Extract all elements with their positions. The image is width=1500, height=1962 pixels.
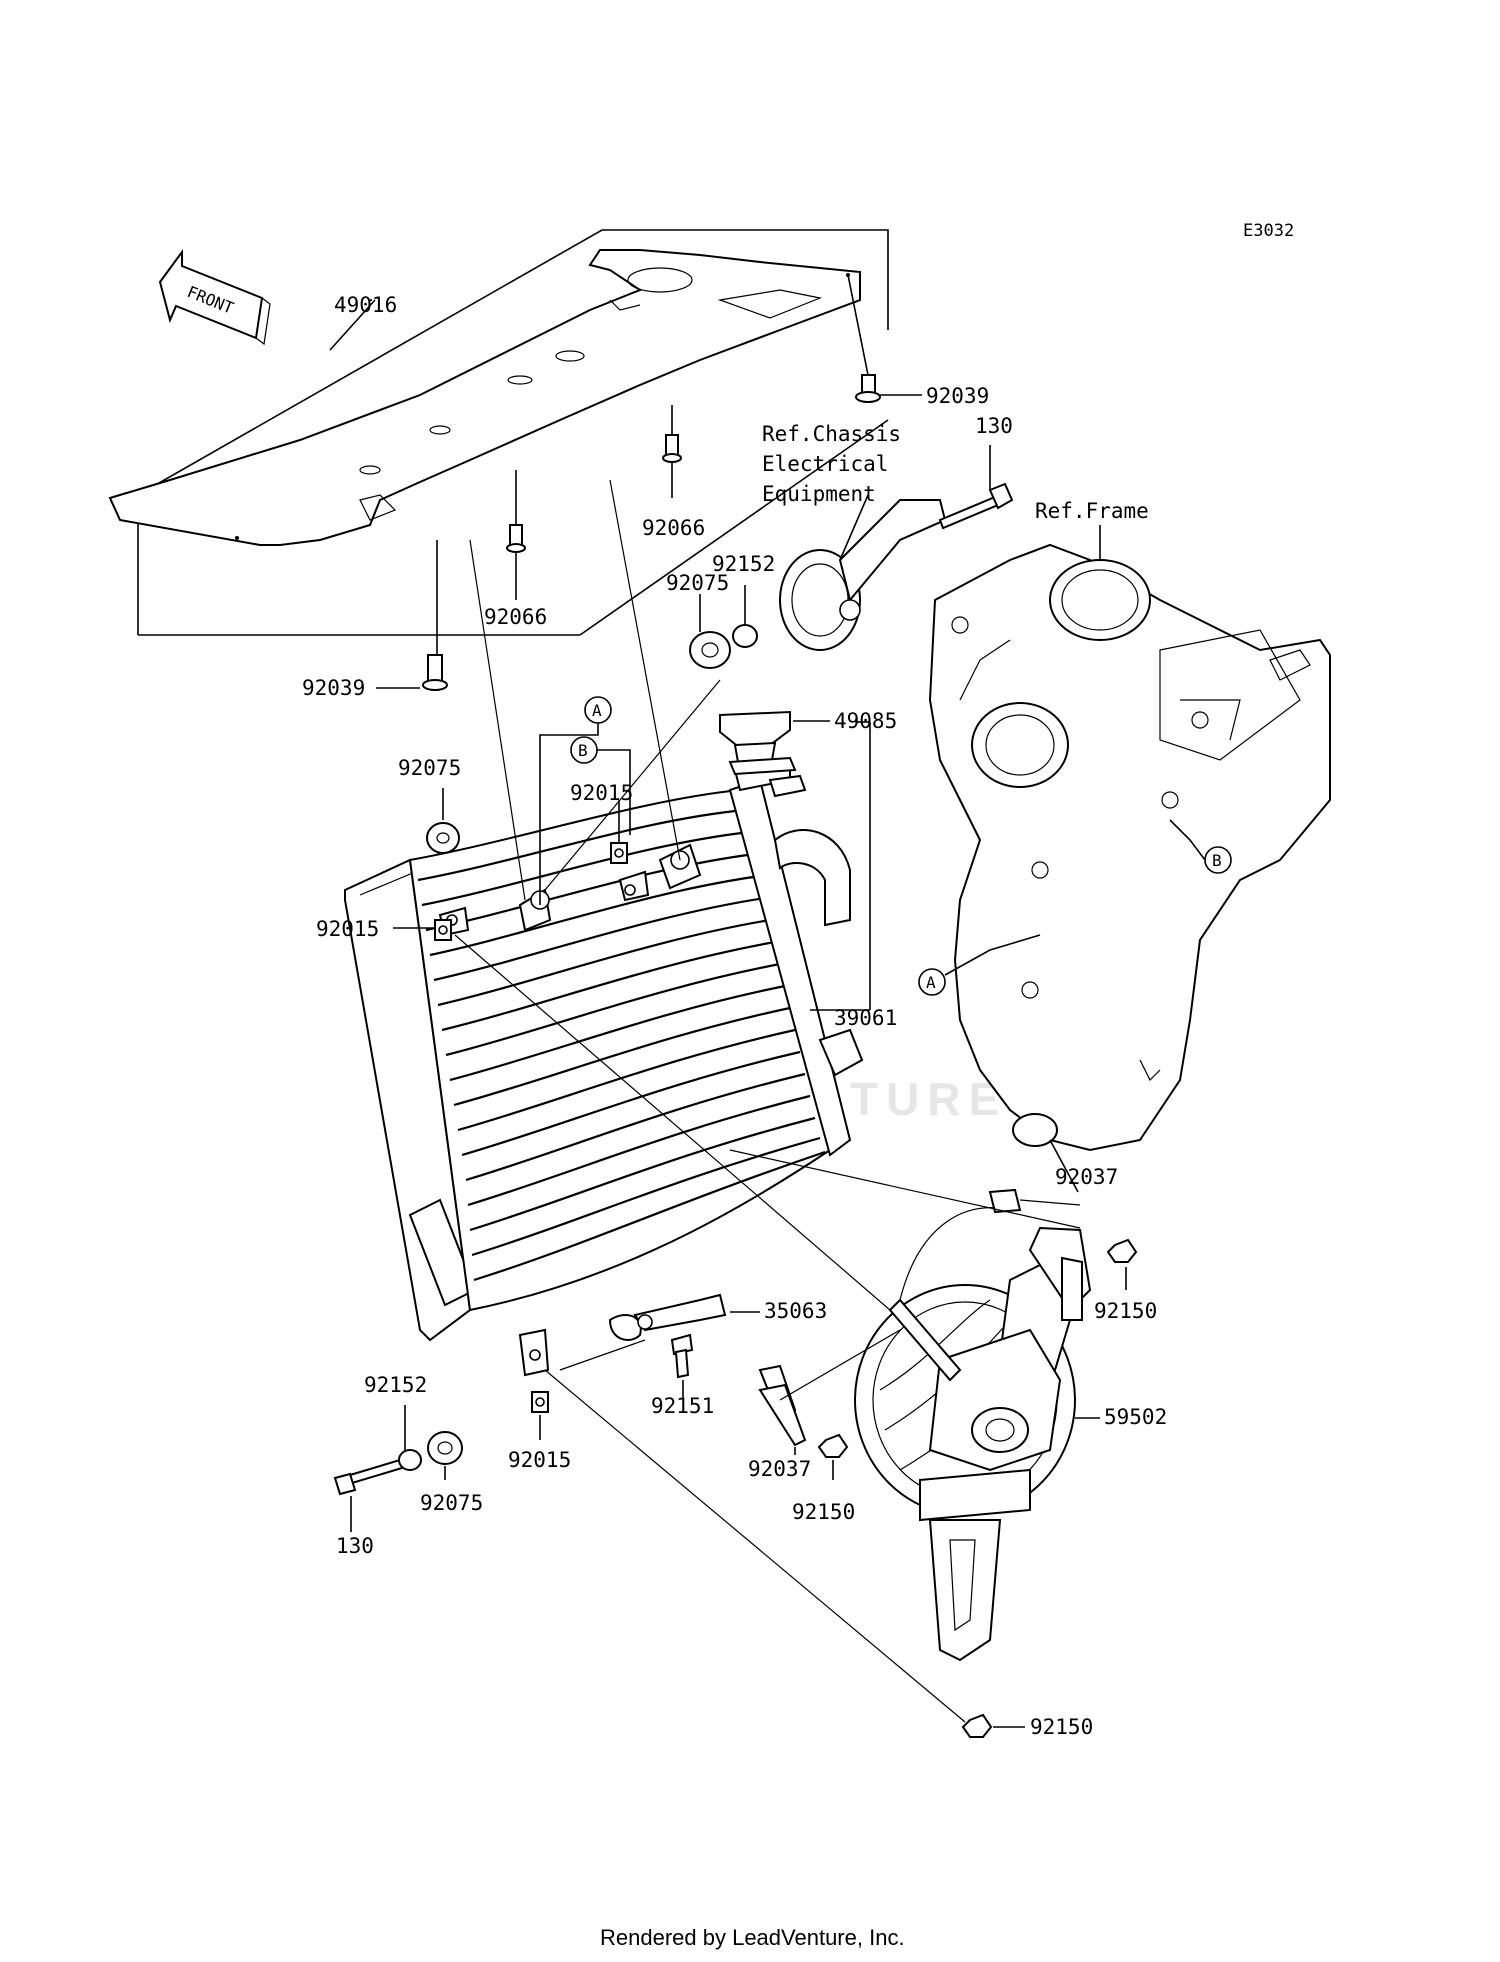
label-ref-chassis-2: Electrical [762,452,888,476]
ref-frame-body [928,543,1331,1152]
callout-b-top-letter: B [578,741,588,760]
label-49085: 49085 [834,709,897,733]
label-92152-top: 92152 [712,552,775,576]
label-92150-right: 92150 [1094,1299,1157,1323]
label-92151: 92151 [651,1394,714,1418]
callout-a-frame-letter: A [926,973,936,992]
horn-assembly [779,499,947,651]
label-35063: 35063 [764,1299,827,1323]
label-92066-left: 92066 [484,605,547,629]
watermark: TURE [850,1073,1007,1125]
part-labels: 49016 92039 130 Ref.Chassis Electrical E… [302,293,1167,1739]
footer-credit: Rendered by LeadVenture, Inc. [600,1925,905,1950]
label-ref-chassis-1: Ref.Chassis [762,422,901,446]
label-92037-bottom: 92037 [748,1457,811,1481]
callouts: A B B A [539,696,1232,996]
front-arrow-icon: FRONT [158,248,271,346]
callout-a-frame [918,968,946,996]
label-92150-mid: 92150 [792,1500,855,1524]
label-59502: 59502 [1104,1405,1167,1429]
callout-b-frame-letter: B [1212,851,1222,870]
label-92037-right: 92037 [1055,1165,1118,1189]
radiator-39061 [344,758,864,1377]
label-92039-left: 92039 [302,676,365,700]
label-92075-top: 92075 [666,571,729,595]
label-130-bottom: 130 [336,1534,374,1558]
callout-a-top-letter: A [592,701,602,720]
label-92015-mid: 92015 [570,781,633,805]
cover-plate-49016 [108,249,861,546]
group-bracket-49016 [137,229,889,636]
label-92150-bottom: 92150 [1030,1715,1093,1739]
label-92075-mid: 92075 [398,756,461,780]
label-92152-bottom: 92152 [364,1373,427,1397]
leader-lines [329,274,1127,1728]
label-92066-right: 92066 [642,516,705,540]
label-ref-frame: Ref.Frame [1035,499,1149,523]
radiator-cap-49085 [719,710,797,776]
label-92075-bottom: 92075 [420,1491,483,1515]
label-92015-left: 92015 [316,917,379,941]
diagram-code: E3032 [1243,221,1294,241]
label-ref-chassis-3: Equipment [762,482,876,506]
small-parts [333,374,1138,1738]
label-130-top: 130 [975,414,1013,438]
label-92015-bottom: 92015 [508,1448,571,1472]
label-49016: 49016 [334,293,397,317]
fan-assembly-59502 [758,1188,1092,1662]
label-39061: 39061 [834,1006,897,1030]
label-92039-top: 92039 [926,384,989,408]
